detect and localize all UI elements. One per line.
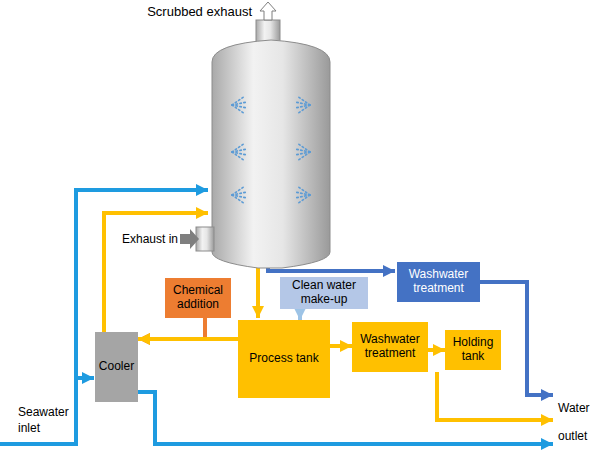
flow-label: Water outlet bbox=[558, 394, 596, 450]
node-text: Washwater treatment bbox=[355, 333, 425, 361]
flow-connector bbox=[298, 309, 302, 320]
tank-box: Holding tank bbox=[445, 330, 501, 370]
flow-label: Scrubbed exhaust bbox=[96, 4, 252, 20]
flow-label: Seawater inlet bbox=[18, 404, 76, 436]
chemical-box: Chemical addition bbox=[165, 278, 231, 318]
tank-box: Process tank bbox=[238, 320, 330, 398]
makeup-box: Clean water make-up bbox=[280, 277, 368, 309]
scrubber-tower bbox=[180, 2, 330, 268]
flow-connector bbox=[138, 337, 238, 341]
flow-connector bbox=[138, 318, 205, 339]
node-text: Washwater treatment bbox=[400, 268, 477, 296]
node-text: Clean water make-up bbox=[283, 279, 365, 307]
flow-connector bbox=[428, 348, 445, 352]
node-text: Cooler bbox=[99, 360, 134, 374]
spray-nozzles bbox=[232, 96, 310, 204]
treatment-box: Washwater treatment bbox=[352, 322, 428, 372]
cooler-box: Cooler bbox=[95, 332, 138, 402]
treatment-box: Washwater treatment bbox=[397, 262, 480, 302]
flow-connector bbox=[330, 344, 352, 348]
node-text: Chemical addition bbox=[168, 284, 228, 312]
node-text: Holding tank bbox=[448, 336, 498, 364]
flow-label: Exhaust in bbox=[100, 231, 178, 247]
node-text: Process tank bbox=[249, 352, 318, 366]
